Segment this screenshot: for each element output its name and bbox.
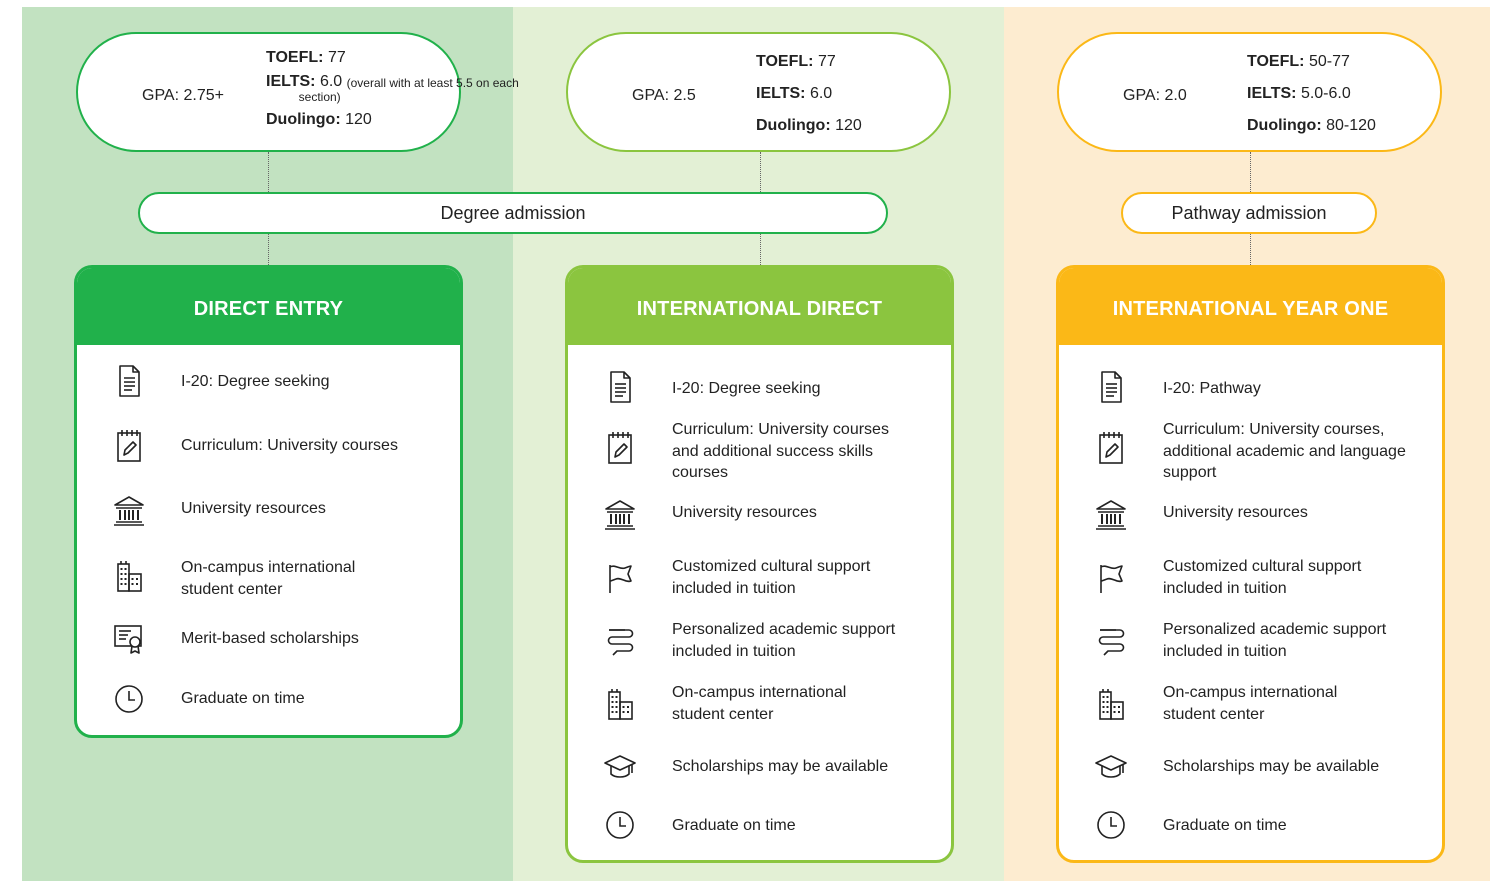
graduation-cap-icon	[603, 749, 637, 785]
item-label: On-campus international student center	[181, 559, 356, 598]
connector-line	[1250, 152, 1251, 192]
city-buildings-icon	[603, 686, 637, 722]
item-label: University resources	[1163, 504, 1308, 521]
connector-line	[1250, 234, 1251, 265]
duolingo-requirement: Duolingo: 80-120	[1247, 117, 1376, 134]
clock-icon	[112, 681, 146, 717]
winding-path-icon	[603, 623, 637, 659]
pathway-admission-label: Pathway admission	[1121, 192, 1377, 234]
duolingo-requirement: Duolingo: 120	[266, 111, 372, 128]
international-year-one-requirements: GPA: 2.0 TOEFL: 50-77 IELTS: 5.0-6.0 Duo…	[1057, 32, 1442, 152]
item-label: I-20: Degree seeking	[672, 380, 821, 397]
item-label: Scholarships may be available	[672, 758, 889, 775]
winding-path-icon	[1094, 623, 1128, 659]
toefl-requirement: TOEFL: 77	[266, 49, 346, 66]
item-label: Personalized academic support included i…	[672, 621, 896, 660]
item-label: Scholarships may be available	[1163, 758, 1380, 775]
university-building-icon	[112, 493, 146, 529]
document-icon	[112, 363, 146, 399]
university-building-icon	[1094, 497, 1128, 533]
card-title: DIRECT ENTRY	[77, 268, 460, 345]
document-icon	[1094, 369, 1128, 405]
item-label: Graduate on time	[181, 690, 305, 707]
item-label: Customized cultural support included in …	[672, 558, 871, 597]
ielts-requirement: IELTS: 5.0-6.0	[1247, 85, 1351, 102]
gpa-requirement: GPA: 2.75+	[142, 87, 224, 104]
item-label: Graduate on time	[672, 817, 796, 834]
international-year-one-card: INTERNATIONAL YEAR ONE I-20: Pathway Cur…	[1056, 265, 1445, 863]
item-label: Curriculum: University courses and addit…	[672, 421, 889, 481]
document-icon	[603, 369, 637, 405]
connector-line	[760, 234, 761, 265]
gpa-requirement: GPA: 2.5	[632, 87, 696, 104]
gpa-requirement: GPA: 2.0	[1123, 87, 1187, 104]
item-label: I-20: Pathway	[1163, 380, 1261, 397]
item-label: Curriculum: University courses	[181, 437, 398, 454]
direct-entry-requirements: GPA: 2.75+ TOEFL: 77 IELTS: 6.0 (overall…	[76, 32, 519, 152]
card-title: INTERNATIONAL YEAR ONE	[1059, 268, 1442, 345]
ielts-requirement: IELTS: 6.0	[756, 85, 833, 102]
notepad-pencil-icon	[112, 428, 146, 464]
connector-line	[268, 234, 269, 265]
item-label: Merit-based scholarships	[181, 630, 359, 647]
item-label: On-campus international student center	[1163, 684, 1338, 723]
international-direct-requirements: GPA: 2.5 TOEFL: 77 IELTS: 6.0 Duolingo: …	[566, 32, 951, 152]
card-title: INTERNATIONAL DIRECT	[568, 268, 951, 345]
ielts-note: (overall with at least 5.5 on each secti…	[298, 76, 519, 104]
connector-line	[760, 152, 761, 192]
item-label: Graduate on time	[1163, 817, 1287, 834]
ielts-requirement: IELTS: 6.0 (overall with at least 5.5 on…	[266, 74, 529, 105]
graduation-cap-icon	[1094, 749, 1128, 785]
city-buildings-icon	[1094, 686, 1128, 722]
clock-icon	[603, 807, 637, 843]
item-label: University resources	[672, 504, 817, 521]
item-label: On-campus international student center	[672, 684, 847, 723]
duolingo-requirement: Duolingo: 120	[756, 117, 862, 134]
flag-icon	[1094, 560, 1128, 596]
flag-icon	[603, 560, 637, 596]
item-label: Customized cultural support included in …	[1163, 558, 1362, 597]
international-direct-card: INTERNATIONAL DIRECT I-20: Degree seekin…	[565, 265, 954, 863]
degree-admission-label: Degree admission	[138, 192, 888, 234]
connector-line	[268, 152, 269, 192]
clock-icon	[1094, 807, 1128, 843]
item-label: University resources	[181, 500, 326, 517]
item-label: Curriculum: University courses, addition…	[1163, 421, 1406, 481]
toefl-requirement: TOEFL: 77	[756, 53, 836, 70]
item-label: Personalized academic support included i…	[1163, 621, 1387, 660]
item-label: I-20: Degree seeking	[181, 373, 330, 390]
university-building-icon	[603, 497, 637, 533]
toefl-requirement: TOEFL: 50-77	[1247, 53, 1350, 70]
notepad-pencil-icon	[603, 430, 637, 466]
notepad-pencil-icon	[1094, 430, 1128, 466]
direct-entry-card: DIRECT ENTRY I-20: Degree seeking Curric…	[74, 265, 463, 738]
certificate-icon	[112, 620, 146, 656]
city-buildings-icon	[112, 558, 146, 594]
